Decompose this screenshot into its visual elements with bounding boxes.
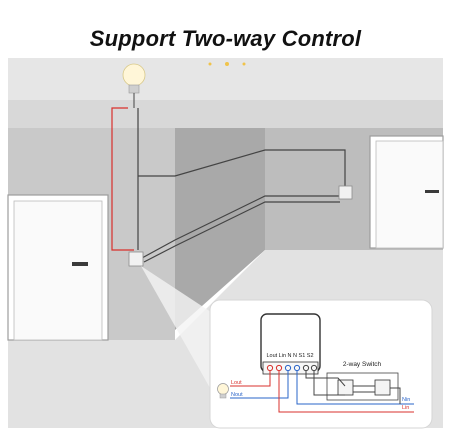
wiring-callout-panel	[209, 299, 433, 429]
two-way-switch-1	[337, 379, 354, 396]
wall-wiring	[111, 107, 346, 263]
nout-label: Nout	[231, 392, 243, 398]
left-door-handle	[72, 262, 88, 266]
ceiling-band	[8, 100, 443, 128]
right-door-handle	[425, 190, 439, 193]
nin-label: Nin	[402, 397, 410, 403]
two-way-switch-2	[374, 379, 391, 396]
left-door-panel	[13, 200, 103, 341]
wall-side	[175, 128, 265, 330]
two-way-switch-label: 2-way Switch	[343, 361, 382, 368]
terminal-block	[262, 361, 319, 375]
lout-label: Lout	[231, 380, 242, 386]
lin-label: Lin	[402, 405, 409, 411]
right-door-panel	[375, 140, 444, 249]
callout-beam	[141, 266, 217, 388]
wall-switch-left	[128, 251, 144, 267]
small-bulb-icon	[217, 383, 229, 399]
diagram-title: Support Two-way Control	[89, 26, 362, 51]
wall-switch-right	[338, 185, 353, 200]
ceiling	[8, 58, 443, 108]
terminal-labels: Lout Lin N N S1 S2	[266, 353, 313, 359]
light-bulb-icon	[122, 63, 146, 108]
sparkle-dots	[208, 62, 246, 66]
callout-wires	[230, 371, 414, 413]
